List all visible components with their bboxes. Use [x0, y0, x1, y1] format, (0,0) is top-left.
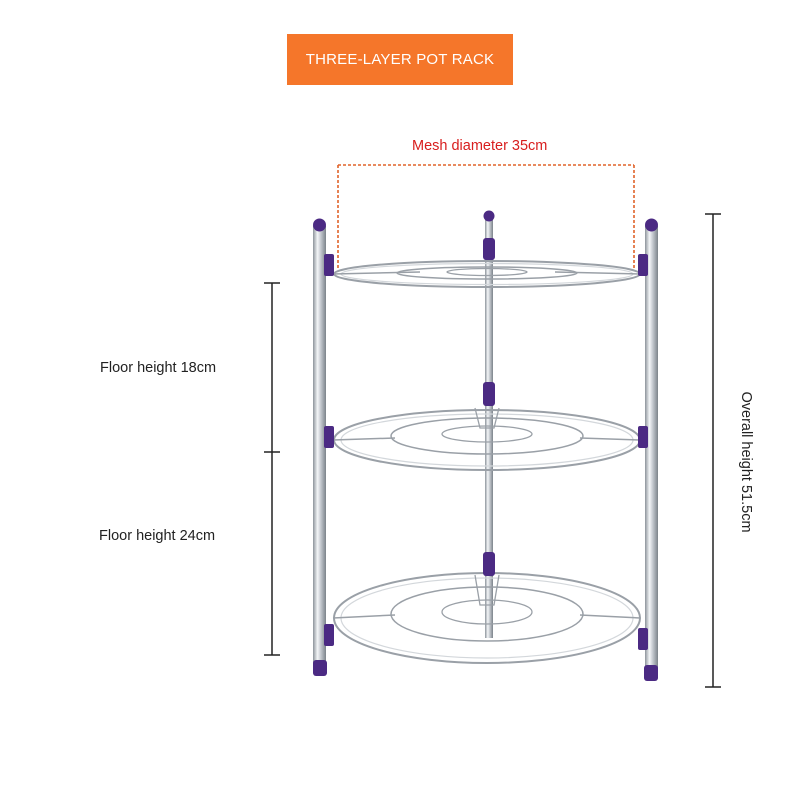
mesh-diameter-label: Mesh diameter 35cm [412, 138, 548, 154]
left-foot [313, 660, 327, 676]
middle-tier-right-clip [638, 426, 648, 448]
overall-height-bracket [705, 213, 721, 688]
mesh-diameter-bracket [337, 164, 635, 270]
top-tier-clip [483, 238, 495, 260]
title-banner: THREE-LAYER POT RACK [287, 34, 513, 85]
bottom-tier-clip [483, 552, 495, 576]
middle-tier-clip [483, 382, 495, 406]
back-pole-cap [483, 210, 495, 222]
right-foot [644, 665, 658, 681]
right-pole-cap [645, 218, 658, 232]
bottom-tier-left-clip [324, 624, 334, 646]
middle-tier-left-clip [324, 426, 334, 448]
floor-height-bottom-label: Floor height 24cm [99, 528, 216, 544]
left-pole [313, 226, 326, 668]
floor-height-bracket [264, 282, 280, 656]
top-tier-left-clip [324, 254, 334, 276]
left-pole-cap [313, 218, 326, 232]
floor-height-top-label: Floor height 18cm [100, 360, 217, 376]
right-pole [645, 226, 658, 668]
top-tier-right-clip [638, 254, 648, 276]
bottom-tier-right-clip [638, 628, 648, 650]
